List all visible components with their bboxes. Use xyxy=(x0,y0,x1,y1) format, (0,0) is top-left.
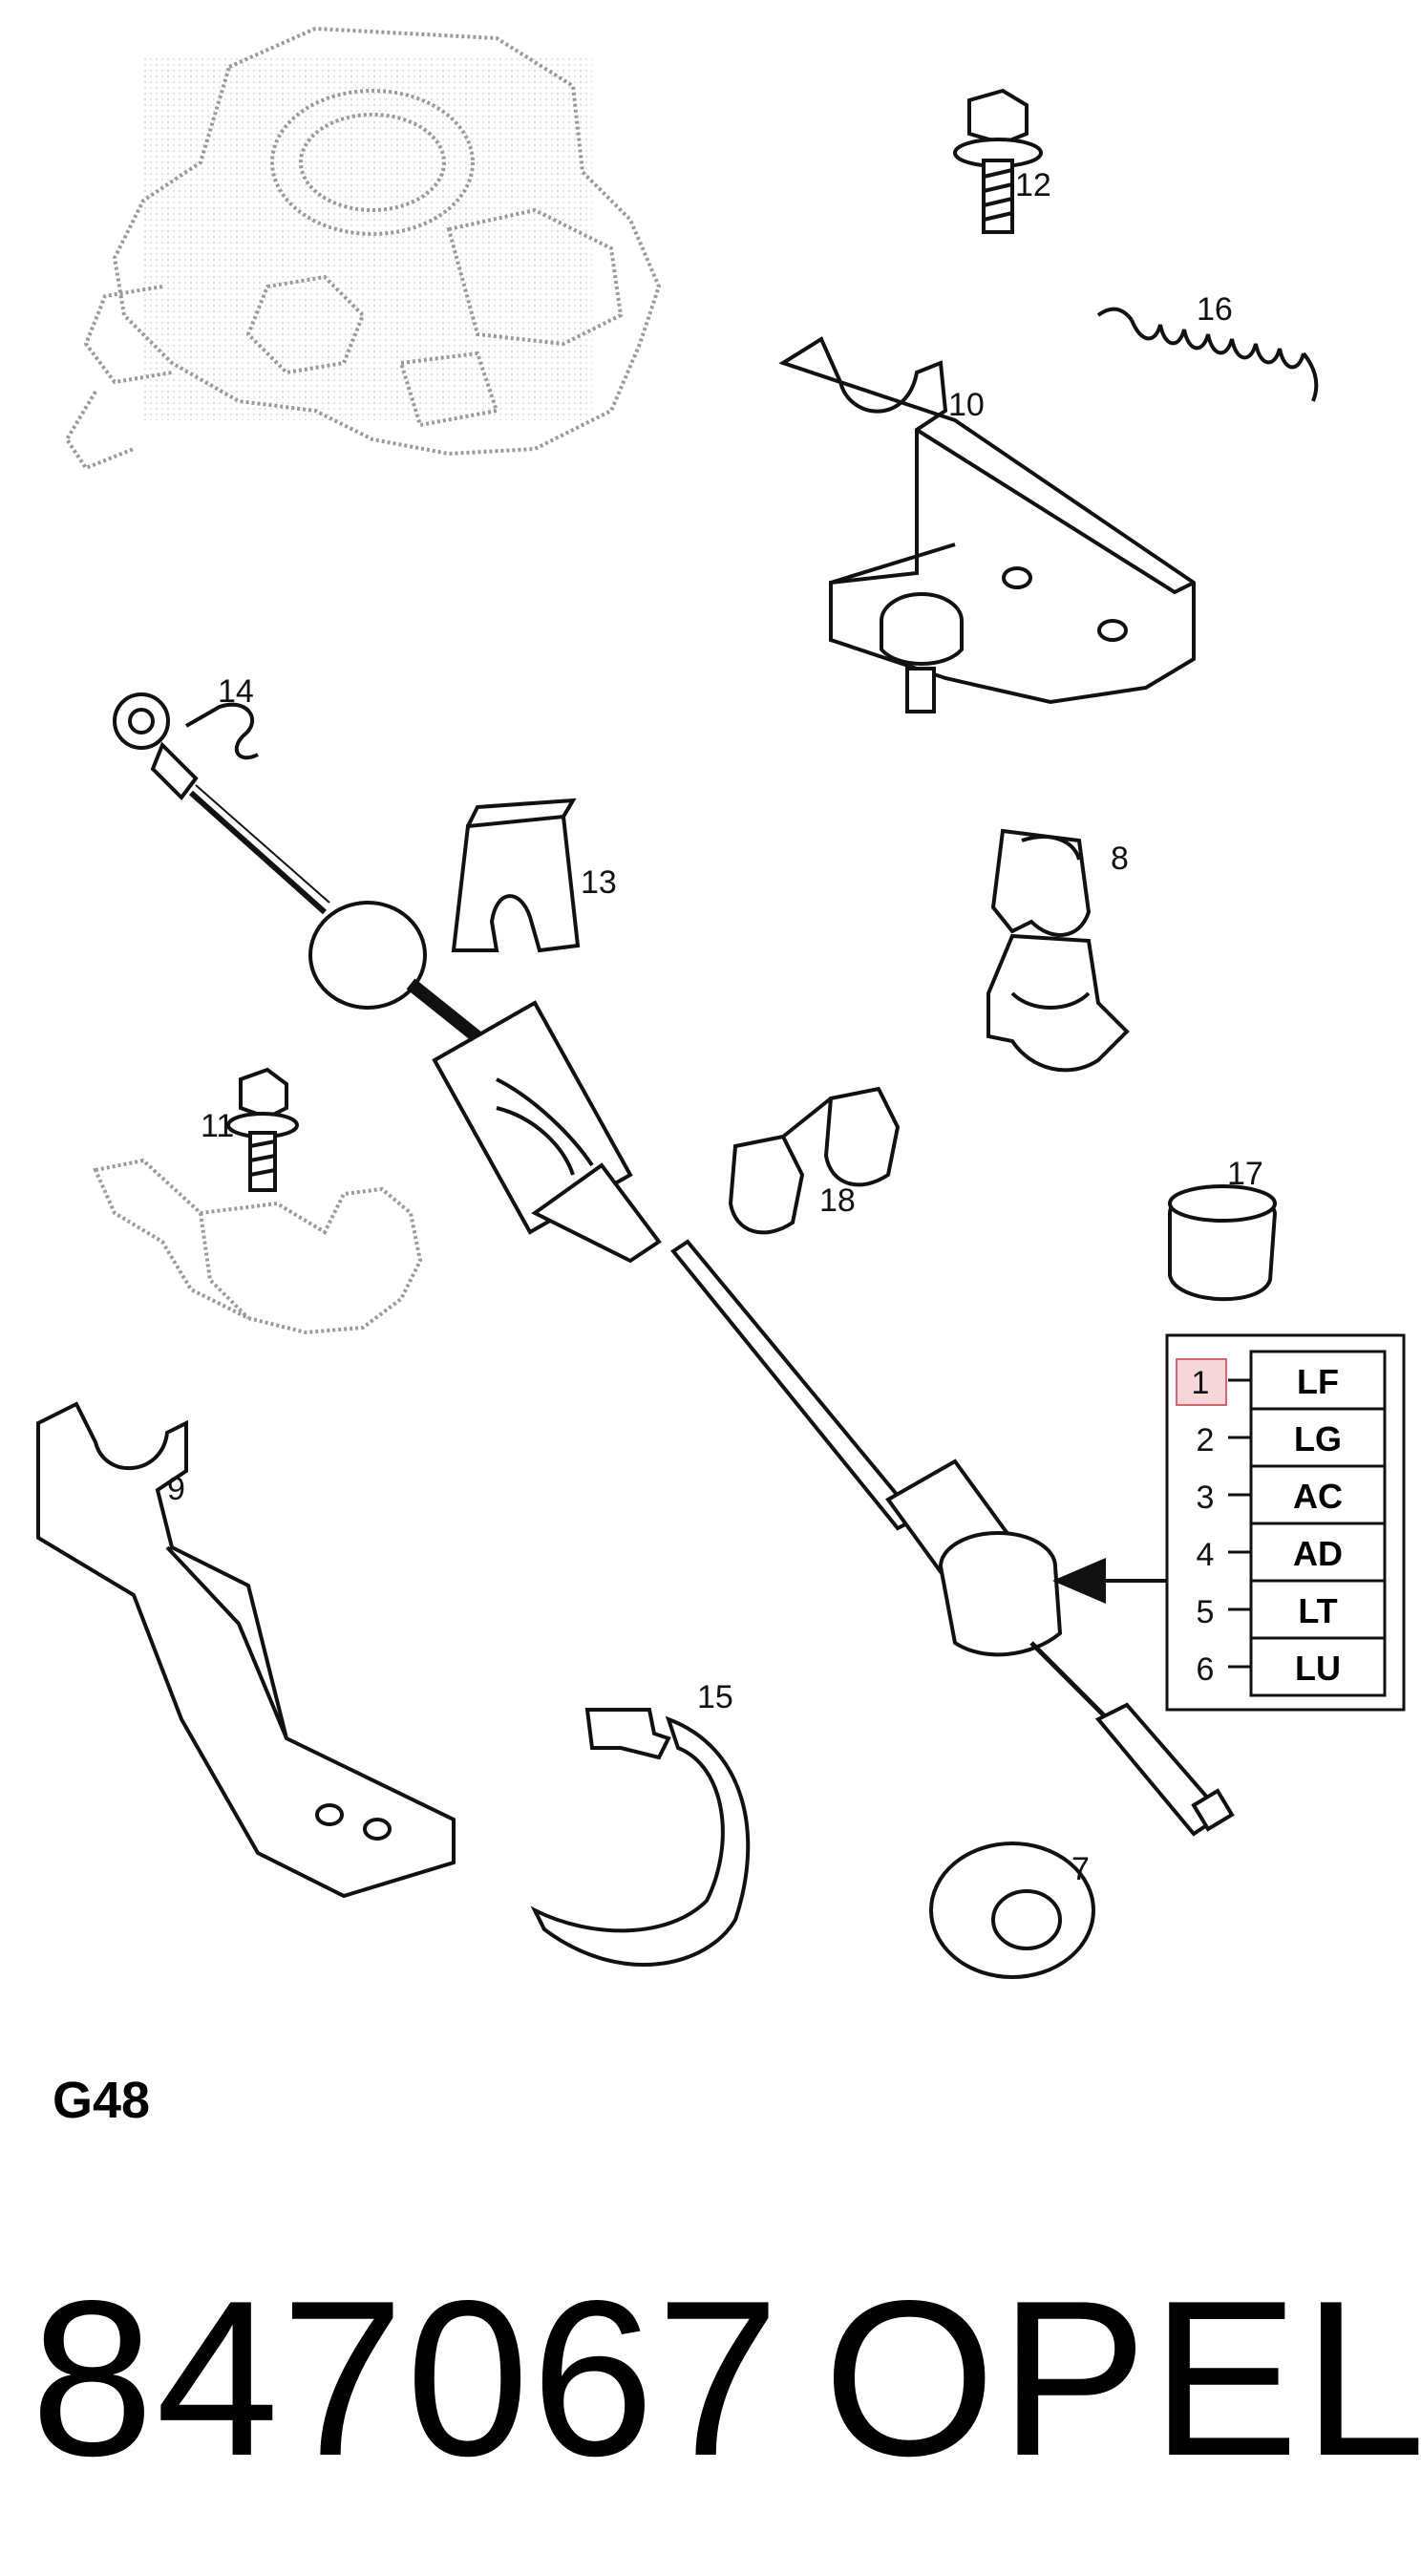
variant-code-2: LG xyxy=(1294,1419,1342,1458)
callout-17: 17 xyxy=(1227,1156,1263,1192)
variant-num-1: 1 xyxy=(1192,1365,1210,1401)
variant-table: 1 LF 2 LG 3 AC 4 AD 5 LT xyxy=(1165,1333,1406,1712)
bolt-11 xyxy=(226,1067,299,1192)
variant-code-5: LT xyxy=(1298,1591,1337,1630)
variant-code-1: LF xyxy=(1297,1362,1339,1401)
variant-row-1: 1 LF xyxy=(1192,1350,1387,1411)
callout-18: 18 xyxy=(819,1182,856,1219)
callout-7: 7 xyxy=(1071,1851,1090,1887)
clip-8 xyxy=(986,828,1130,1073)
callout-13: 13 xyxy=(581,864,617,901)
variant-code-3: AC xyxy=(1293,1477,1343,1516)
variant-num-2: 2 xyxy=(1197,1422,1215,1458)
callout-11: 11 xyxy=(201,1108,234,1144)
callout-9: 9 xyxy=(167,1471,185,1507)
callout-8: 8 xyxy=(1111,841,1129,877)
callout-10: 10 xyxy=(948,387,985,423)
throttle-cable xyxy=(113,692,1235,1837)
part-number: 847067 xyxy=(31,2255,782,2502)
variant-row-6: 6 LU xyxy=(1197,1636,1387,1697)
bracket-10 xyxy=(778,336,1196,713)
sleeve-17 xyxy=(1168,1184,1278,1302)
callout-16: 16 xyxy=(1197,291,1233,328)
throttle-body-shade xyxy=(143,57,592,420)
clip-13 xyxy=(451,798,581,953)
spring-16 xyxy=(1096,307,1319,402)
variant-num-6: 6 xyxy=(1197,1651,1215,1688)
bracket-9 xyxy=(36,1401,456,1899)
bolt-12 xyxy=(953,88,1043,234)
variant-num-5: 5 xyxy=(1197,1594,1215,1630)
callout-labels: 12 16 10 14 13 8 11 18 17 9 15 7 xyxy=(167,167,1263,1887)
brand-name: OPEL xyxy=(823,2255,1421,2502)
strap-15 xyxy=(530,1708,751,1967)
clip-14 xyxy=(185,702,259,760)
variant-row-4: 4 AD xyxy=(1197,1522,1387,1583)
callout-12: 12 xyxy=(1015,167,1051,203)
variant-num-3: 3 xyxy=(1197,1480,1215,1516)
callout-15: 15 xyxy=(697,1679,733,1715)
variant-num-4: 4 xyxy=(1197,1537,1215,1573)
clip-18 xyxy=(728,1086,901,1235)
variant-code-4: AD xyxy=(1293,1534,1343,1573)
variant-code-6: LU xyxy=(1295,1649,1341,1688)
variant-row-1-highlight xyxy=(1176,1358,1227,1406)
grommet-7 xyxy=(929,1842,1095,1979)
variant-row-2: 2 LG xyxy=(1197,1407,1387,1468)
callout-14: 14 xyxy=(218,673,254,710)
variant-row-5: 5 LT xyxy=(1197,1579,1387,1640)
diagram-reference: G48 xyxy=(53,2072,151,2129)
lever-ghost xyxy=(93,1158,423,1335)
